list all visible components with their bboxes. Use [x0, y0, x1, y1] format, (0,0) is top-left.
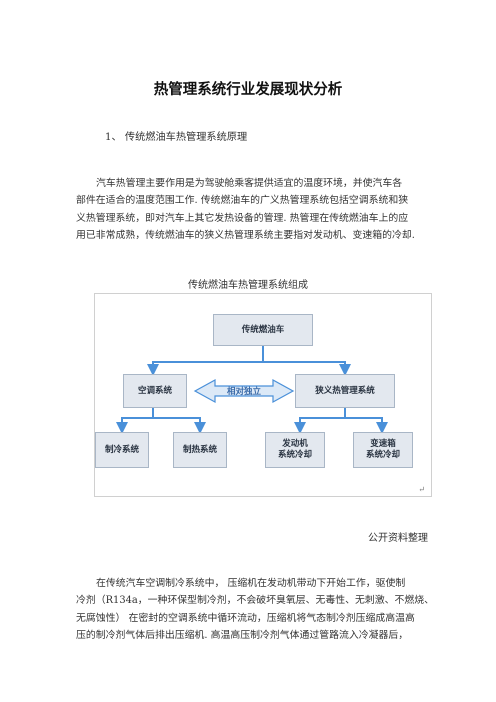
heating-system-node: 制热系统	[173, 432, 227, 468]
cooling-system-node: 制冷系统	[95, 432, 149, 468]
diagram-arrows	[116, 346, 388, 434]
paragraph-line: 汽车热管理主要作用是为驾驶舱乘客提供适宜的温度环境，并使汽车各	[96, 178, 403, 189]
figure-caption: 传统燃油车热管理系统组成	[188, 280, 308, 291]
paragraph-line: 冷剂（R134a，一种环保型制冷剂，不会破坏臭氧层、无毒性、无刺激、不燃烧、	[76, 595, 435, 607]
paragraph-line: 义热管理系统，即对汽车上其它发热设备的管理. 热管理在传统燃油车上的应	[76, 212, 409, 224]
right-to-leaf3-arrow	[294, 408, 346, 434]
root-node: 传统燃油车	[213, 314, 313, 346]
root-to-right-arrow	[263, 361, 351, 376]
ac-system-node: 空调系统	[123, 374, 187, 408]
left-to-leaf2-arrow	[153, 417, 206, 434]
paragraph-line: 压的制冷剂气体后排出压缩机. 高温高压制冷剂气体通过管路流入冷凝器后，	[76, 629, 409, 641]
document-title: 热管理系统行业发展现状分析	[153, 82, 343, 98]
paragraph-line: 用已非常成熟，传统燃油车的狭义热管理系统主要指对发动机、变速箱的冷却.	[76, 229, 415, 241]
paragraph-ac-cooling: 在传统汽车空调制冷系统中， 压缩机在发动机带动下开始工作，驱使制 冷剂（R134…	[76, 575, 435, 644]
paragraph-line: 部件在适合的温度范围工作. 传统燃油车的广义热管理系统包括空调系统和狭	[76, 195, 409, 207]
root-to-left-arrow	[147, 346, 264, 376]
section-heading: 1、 传统燃油车热管理系统原理	[105, 132, 248, 143]
thermal-management-diagram: 传统燃油车 空调系统 狭义热管理系统 相对独立 制冷系统 制热系统 发动机 系统…	[94, 293, 432, 497]
return-mark: ↵	[418, 485, 425, 494]
source-note: 公开资料整理	[368, 533, 428, 544]
narrow-thermal-system-node: 狭义热管理系统	[295, 374, 395, 408]
paragraph-intro: 汽车热管理主要作用是为驾驶舱乘客提供适宜的温度环境，并使汽车各 部件在适合的温度…	[76, 175, 428, 244]
right-to-leaf4-arrow	[345, 417, 388, 434]
relatively-independent-arrow	[193, 378, 295, 404]
paragraph-line: 在传统汽车空调制冷系统中， 压缩机在发动机带动下开始工作，驱使制	[96, 578, 406, 589]
left-to-leaf1-arrow	[116, 408, 154, 434]
engine-cooling-node: 发动机 系统冷却	[265, 432, 325, 468]
relatively-independent-label: 相对独立	[226, 387, 261, 397]
paragraph-line: 无腐蚀性） 在密封的空调系统中循环流动，压缩机将气态制冷剂压缩成高温高	[76, 612, 415, 624]
gearbox-cooling-node: 变速箱 系统冷却	[353, 432, 413, 468]
